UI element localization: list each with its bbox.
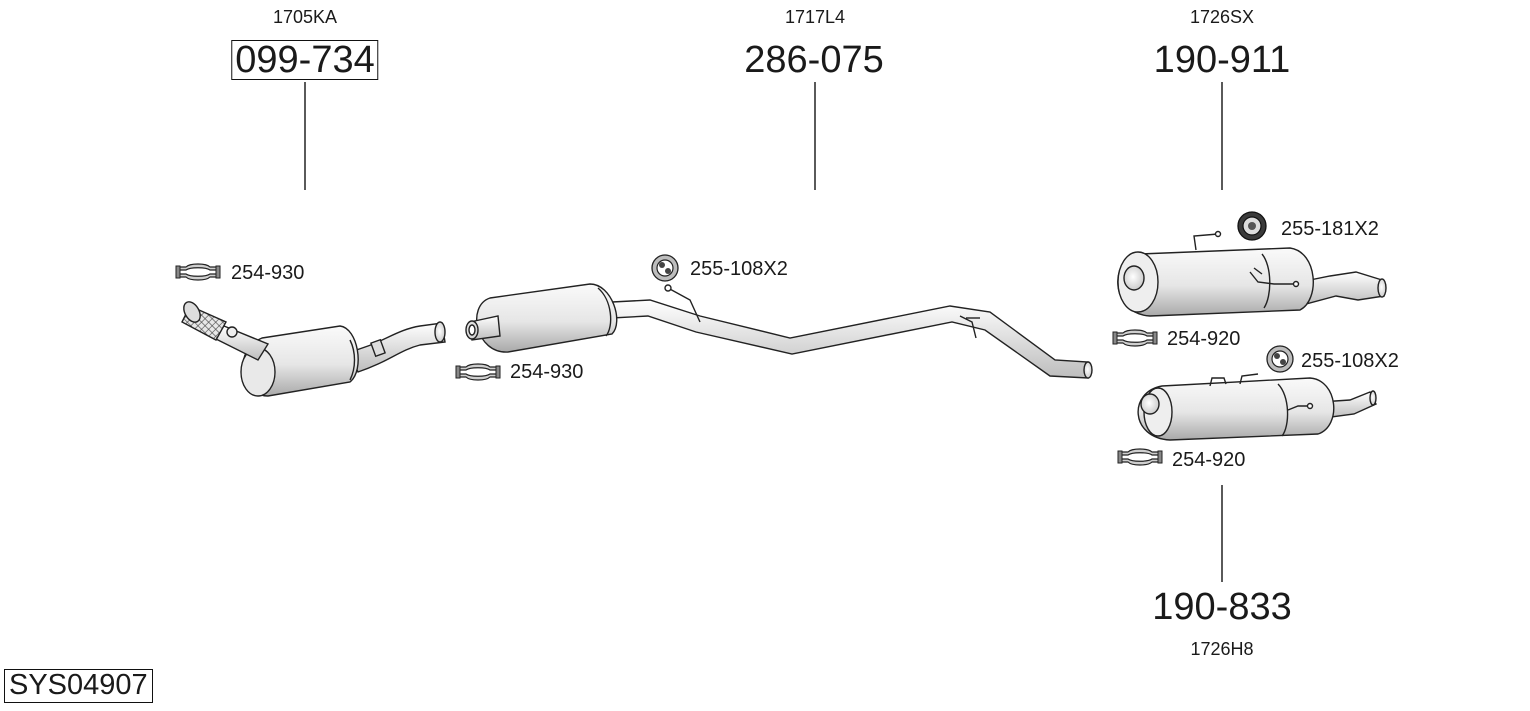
- accessory-label-mount-front[interactable]: 255-108X2: [690, 258, 788, 280]
- part-number-front-silencer[interactable]: 286-075: [744, 39, 884, 81]
- accessory-label-mount-rear-b[interactable]: 255-108X2: [1301, 350, 1399, 372]
- ref-code-rear-silencer-b: 1726H8: [1190, 639, 1254, 659]
- part-number-rear-silencer-a[interactable]: 190-911: [1153, 39, 1291, 81]
- rear-silencer-a-part: [1117, 230, 1387, 317]
- clamp-icon: [1117, 448, 1163, 466]
- ref-code-rear-silencer-a: 1726SX: [1189, 7, 1255, 27]
- system-id-label: SYS04907: [4, 669, 153, 703]
- rear-silencer-b-part: [1137, 373, 1377, 441]
- ref-code-catalyst: 1705KA: [272, 7, 338, 27]
- accessory-label-clamp-rear-a[interactable]: 254-920: [1167, 328, 1241, 350]
- rubber-mount-icon: [651, 254, 679, 282]
- front-silencer-part: [465, 283, 1093, 379]
- accessory-label-clamp-catalyst[interactable]: 254-930: [231, 262, 305, 284]
- accessory-label-mount-rear-a[interactable]: 255-181X2: [1281, 218, 1379, 240]
- ref-code-front-silencer: 1717L4: [784, 7, 846, 27]
- clamp-icon: [1112, 329, 1158, 347]
- part-number-catalyst[interactable]: 099-734: [231, 40, 379, 80]
- clamp-icon: [175, 263, 221, 281]
- accessory-label-clamp-front[interactable]: 254-930: [510, 361, 584, 383]
- rubber-mount-icon: [1237, 211, 1267, 241]
- accessory-label-clamp-rear-b[interactable]: 254-920: [1172, 449, 1246, 471]
- part-number-rear-silencer-b[interactable]: 190-833: [1152, 586, 1292, 628]
- catalyst-part: [181, 301, 446, 397]
- clamp-icon: [455, 363, 501, 381]
- rubber-mount-icon: [1266, 345, 1294, 373]
